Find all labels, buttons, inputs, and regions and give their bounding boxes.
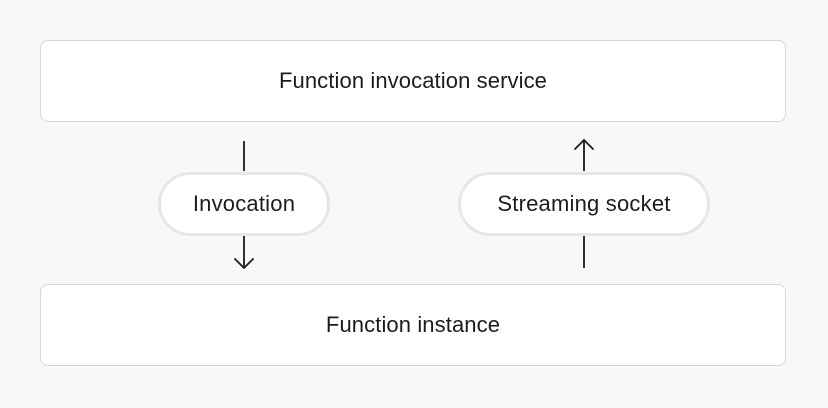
invocation-arrowhead-down-icon <box>234 258 254 269</box>
invocation-arrow <box>234 141 254 269</box>
streaming-socket-arrow <box>574 139 594 268</box>
function-invocation-service-node: Function invocation service <box>40 40 786 122</box>
streaming-socket-edge-label: Streaming socket <box>458 172 710 236</box>
invocation-label-text: Invocation <box>192 191 296 216</box>
function-instance-node: Function instance <box>40 284 786 366</box>
invocation-edge-label: Invocation <box>158 172 330 236</box>
function-instance-label: Function instance <box>325 312 501 337</box>
streaming-arrowhead-up-icon <box>574 139 594 150</box>
function-invocation-service-label: Function invocation service <box>278 68 548 93</box>
streaming-socket-label-text: Streaming socket <box>497 191 671 216</box>
